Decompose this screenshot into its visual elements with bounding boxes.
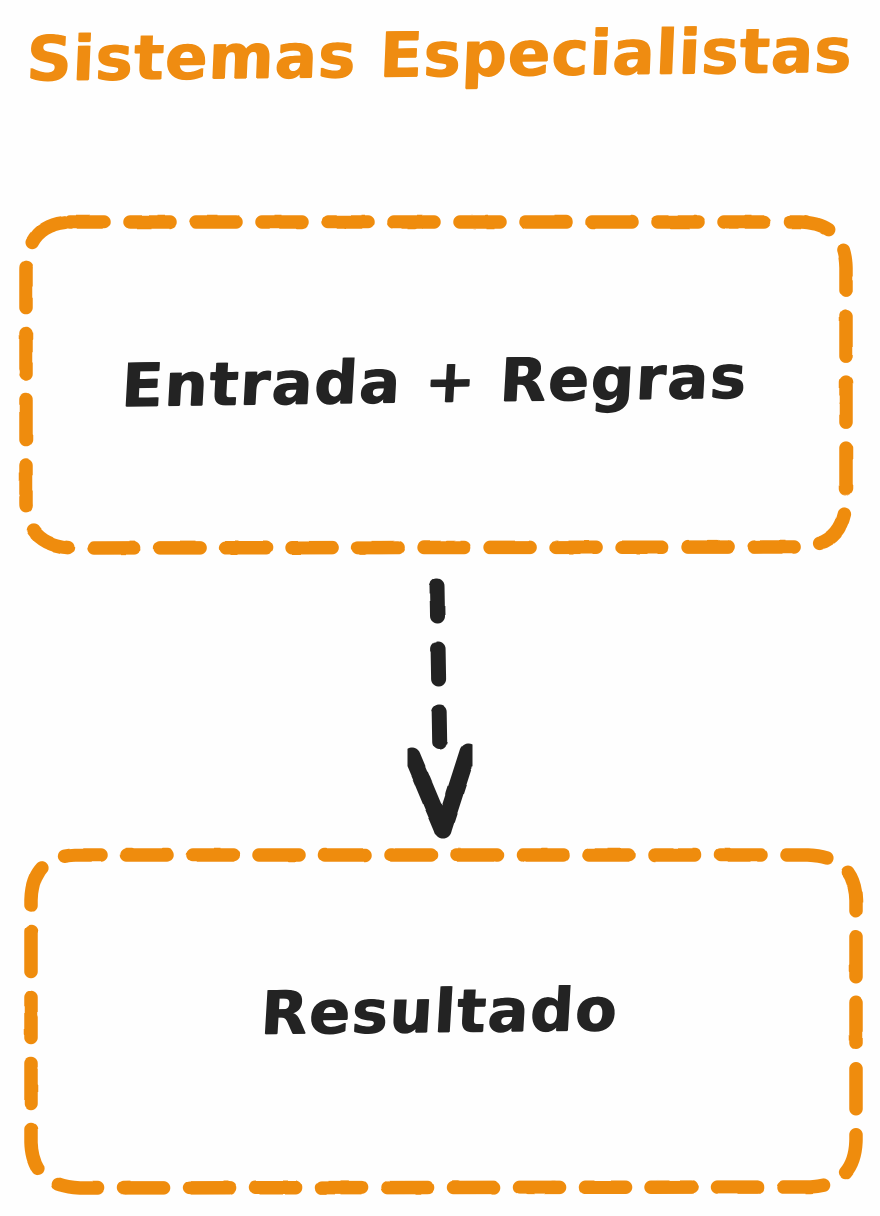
edge-entrada-to-resultado-hit[interactable] <box>405 580 475 835</box>
node-entrada-regras[interactable] <box>20 214 855 556</box>
page-title-region <box>40 24 840 110</box>
node-entrada-regras-border <box>19 215 853 555</box>
node-resultado-border <box>24 848 863 1195</box>
edge-entrada-to-resultado <box>403 578 477 839</box>
node-resultado[interactable] <box>20 846 860 1194</box>
